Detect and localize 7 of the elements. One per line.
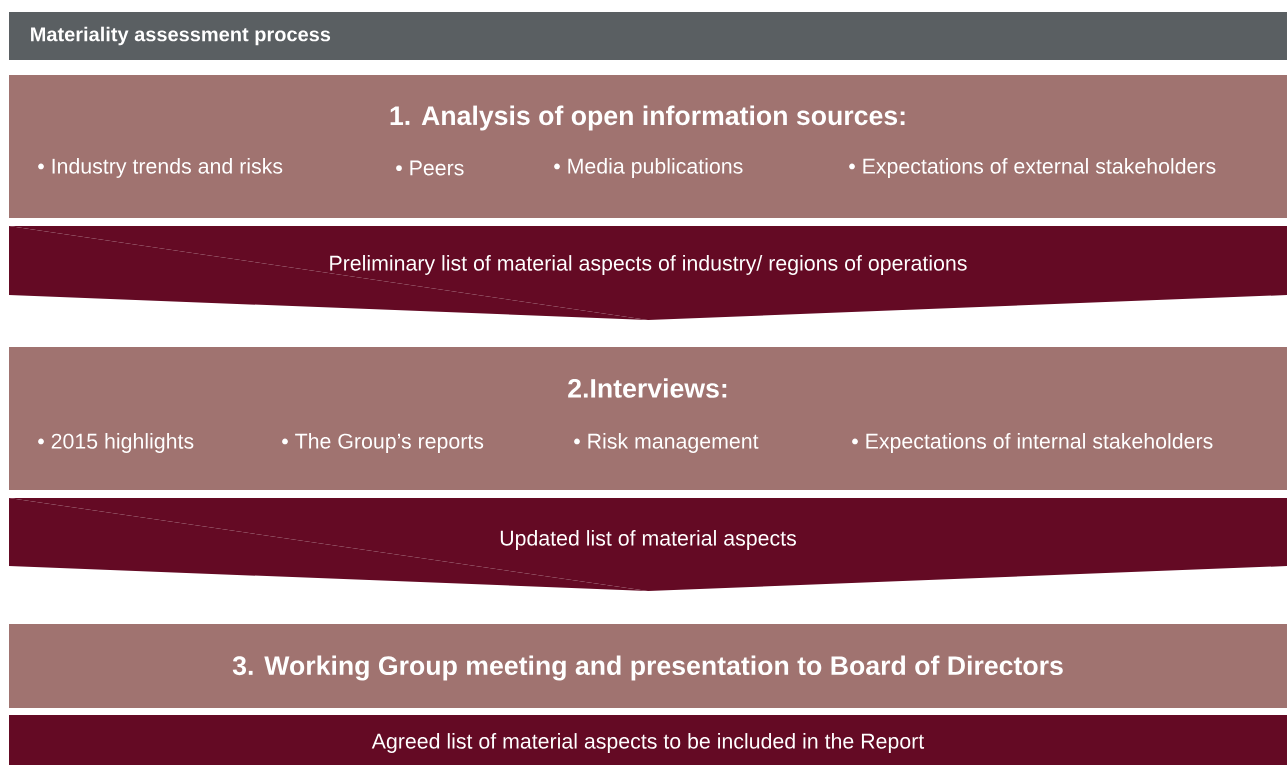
down-arrow-banner: Updated list of material aspects bbox=[9, 498, 1287, 591]
result-bar: Agreed list of material aspects to be included in the Report bbox=[9, 715, 1287, 765]
down-arrow-banner: Preliminary list of material aspects of industry/ regions of operations bbox=[9, 226, 1287, 320]
process-box: 1. Analysis of open information sources: • Industry trends and risks • Peers • Media publications • Expectations of external stakeholders bbox=[9, 75, 1287, 218]
title-bar: Materiality assessment process bbox=[9, 12, 1287, 60]
process-box: 3. Working Group meeting and presentation to Board of Directors bbox=[9, 624, 1287, 708]
process-box: 2.Interviews: • 2015 highlights • The Group’s reports • Risk management • Expectations of internal stakeholders bbox=[9, 347, 1287, 490]
